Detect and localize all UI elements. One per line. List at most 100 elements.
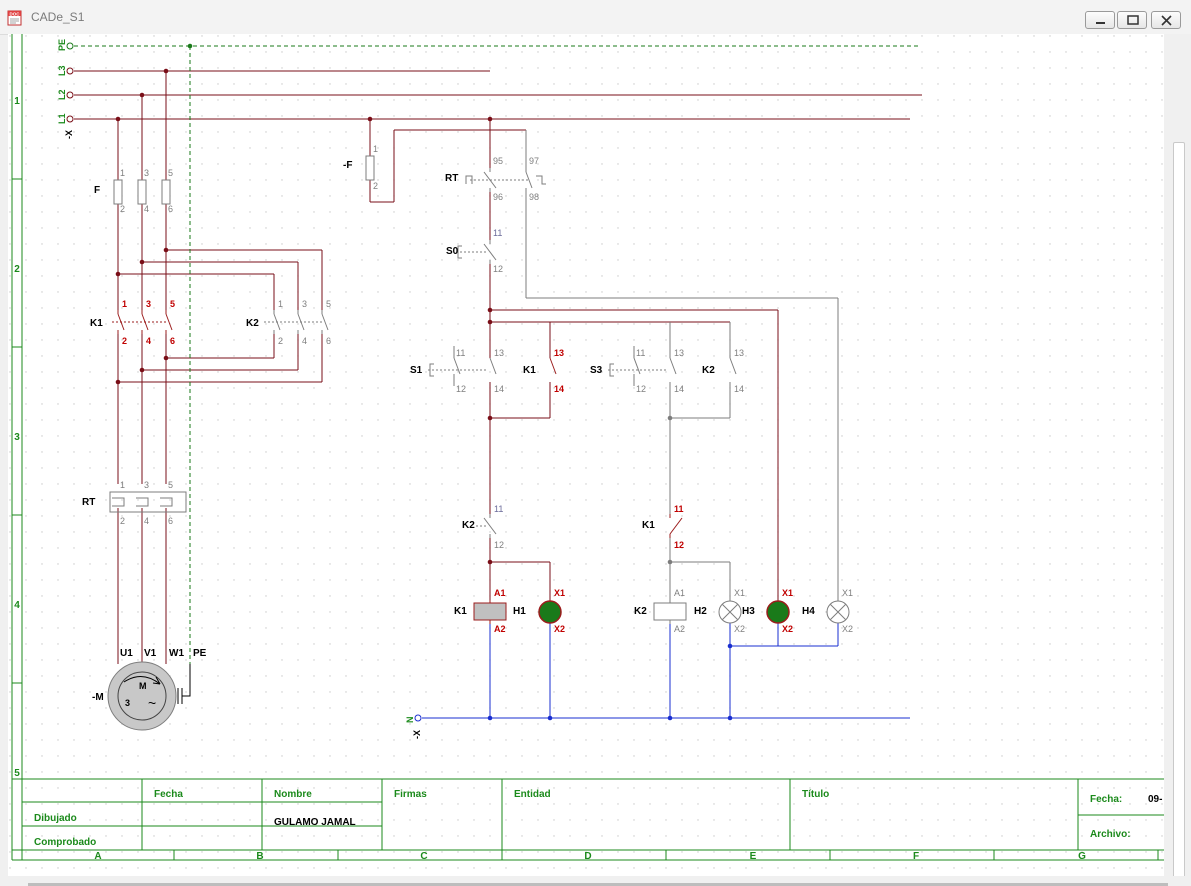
pin-label: 13 — [734, 348, 744, 358]
minimize-button[interactable] — [1085, 11, 1115, 29]
terminal-u1: U1 — [120, 648, 133, 659]
k2-seal-contact — [729, 357, 737, 375]
x-bottom-label: -X — [412, 730, 422, 739]
row-number: 2 — [14, 264, 20, 275]
pe-junction — [187, 43, 193, 49]
pin-label: 6 — [326, 336, 331, 346]
lamp-name: H3 — [742, 606, 755, 617]
pin-label: 11 — [494, 504, 503, 514]
pin-label: 2 — [120, 204, 125, 214]
rt-control-name: RT — [445, 173, 458, 184]
restore-button[interactable] — [1117, 11, 1147, 29]
title-bar[interactable]: DOC CADe_S1 — [0, 0, 1191, 35]
schematic-diagram: 1 2 3 4 5 A B C D E F G Fecha Nombre Fir… — [8, 34, 1164, 876]
thermal-relay-rt-power — [109, 491, 187, 513]
titleblock-fecha-label: Fecha: — [1090, 794, 1122, 805]
column-letter: B — [256, 851, 263, 862]
k1-seal-name: K1 — [523, 365, 536, 376]
pin-label: 2 — [122, 336, 127, 346]
document-app-icon: DOC — [7, 10, 22, 26]
titleblock-nombre-header: Nombre — [274, 789, 312, 800]
motor-m-label: M — [139, 681, 147, 691]
pin-label: 6 — [170, 336, 175, 346]
control-circuit-gray-wiring — [525, 130, 839, 600]
pe-terminal-icon — [66, 42, 74, 50]
motor-ac-label: ~ — [148, 695, 156, 711]
pin-label: 4 — [144, 516, 149, 526]
titleblock-dibujado: Dibujado — [34, 813, 77, 824]
s0-name: S0 — [446, 246, 459, 257]
s3-start-button — [608, 346, 677, 386]
column-letter: E — [750, 851, 757, 862]
close-button[interactable] — [1151, 11, 1181, 29]
s0-stop-button — [457, 240, 497, 264]
pin-label: 3 — [302, 299, 307, 309]
app-icon-label: DOC — [10, 11, 21, 16]
titleblock-fecha-header: Fecha — [154, 789, 183, 800]
bus-lines: PE L3 L2 L1 N -X -X — [57, 39, 922, 739]
pin-label: 3 — [146, 299, 151, 309]
x-top-label: -X — [64, 130, 74, 139]
k1-interlock-contact — [669, 514, 683, 538]
rt-power-name: RT — [82, 497, 95, 508]
pin-label: X2 — [782, 624, 793, 634]
drawing-canvas[interactable]: 1 2 3 4 5 A B C D E F G Fecha Nombre Fir… — [8, 34, 1164, 876]
fuse-f-name: F — [94, 185, 100, 196]
column-letter: C — [420, 851, 427, 862]
column-letter: G — [1078, 851, 1086, 862]
pin-label: X2 — [554, 624, 565, 634]
horizontal-scroll-thumb[interactable] — [28, 883, 1168, 886]
control-circuit-wiring — [369, 119, 779, 600]
pin-label: 2 — [373, 181, 378, 191]
pin-label: 97 — [529, 156, 539, 166]
k1-power-name: K1 — [90, 318, 103, 329]
motor-phases-label: 3 — [125, 698, 130, 708]
k1-coil — [473, 602, 507, 621]
titleblock-fecha-value: 09- — [1148, 794, 1162, 805]
power-fuse-f — [113, 179, 171, 205]
pin-label: 98 — [529, 192, 539, 202]
control-fuse-name: -F — [343, 160, 352, 171]
pin-label: 12 — [494, 540, 504, 550]
vertical-scroll-thumb[interactable] — [1173, 142, 1185, 880]
l1-terminal-icon — [66, 115, 74, 123]
pe-label: PE — [57, 39, 67, 51]
s1-name: S1 — [410, 365, 423, 376]
power-junctions — [115, 68, 169, 385]
control-junctions — [367, 116, 733, 721]
pin-label: A2 — [674, 624, 685, 634]
pin-label: 11 — [493, 228, 502, 238]
lamp-name: H4 — [802, 606, 815, 617]
pin-label: 12 — [456, 384, 466, 394]
close-icon — [1161, 15, 1172, 26]
vertical-scrollbar[interactable] — [1164, 34, 1191, 880]
pin-label: 14 — [734, 384, 744, 394]
k1-power-contacts — [112, 310, 173, 334]
pin-label: 12 — [493, 264, 503, 274]
titleblock-archivo-label: Archivo: — [1090, 829, 1131, 840]
pin-label: X2 — [734, 624, 745, 634]
neutral-wiring — [489, 624, 839, 718]
pin-label: 95 — [493, 156, 503, 166]
k2-coil-name: K2 — [634, 606, 647, 617]
pin-label: 4 — [146, 336, 151, 346]
rotation-arrow-icon — [123, 676, 161, 685]
pin-label: 1 — [120, 168, 125, 178]
pin-label: 11 — [456, 348, 465, 358]
horizontal-scrollbar[interactable] — [0, 876, 1191, 886]
k1-coil-name: K1 — [454, 606, 467, 617]
pin-label: 5 — [168, 168, 173, 178]
pin-label: 11 — [636, 348, 645, 358]
row-number: 3 — [14, 432, 20, 443]
s1-start-button — [428, 346, 497, 386]
column-letter: D — [584, 851, 591, 862]
terminal-pe: PE — [193, 648, 207, 659]
k2-seal-name: K2 — [702, 365, 715, 376]
pin-label: 1 — [278, 299, 283, 309]
pin-label: A1 — [494, 588, 506, 598]
pin-label: 1 — [373, 144, 378, 154]
lamp-name: H2 — [694, 606, 707, 617]
